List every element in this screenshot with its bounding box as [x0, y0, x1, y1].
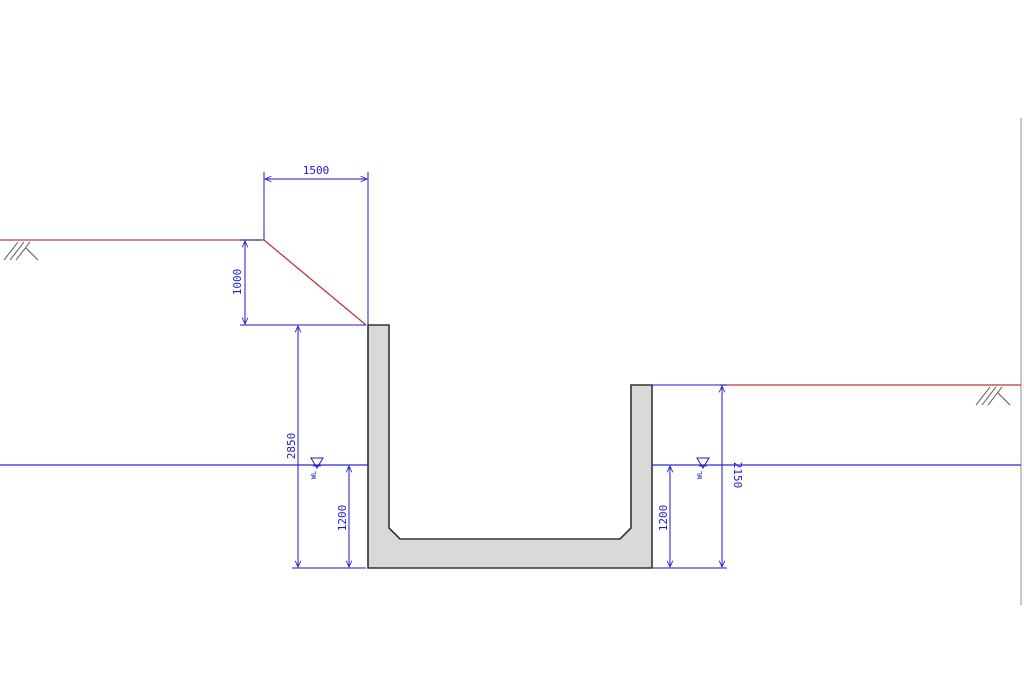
- dim-text-right-water-level: 1200: [657, 505, 670, 532]
- water-level-triangle-icon: WL: [310, 457, 324, 479]
- dim-text-left-water-level: 1200: [336, 505, 349, 532]
- u-channel-concrete: [367, 324, 653, 569]
- left-ground-surface: [0, 239, 367, 326]
- water-level-triangle-icon: WL: [696, 457, 710, 479]
- ground-lines: [0, 239, 1021, 386]
- water-level-tag-left: WL: [310, 471, 318, 479]
- dim-text-slope-width: 1500: [303, 164, 330, 177]
- dim-text-slope-height: 1000: [231, 269, 244, 296]
- ground-hatch-right-icon: [975, 386, 1011, 406]
- dim-text-right-wall-height: 2150: [731, 462, 744, 489]
- dim-text-left-wall-height: 2850: [285, 433, 298, 460]
- water-level-tag-right: WL: [696, 471, 704, 479]
- ground-hatch-left-icon: [3, 241, 39, 261]
- dimension-lines: [240, 172, 727, 569]
